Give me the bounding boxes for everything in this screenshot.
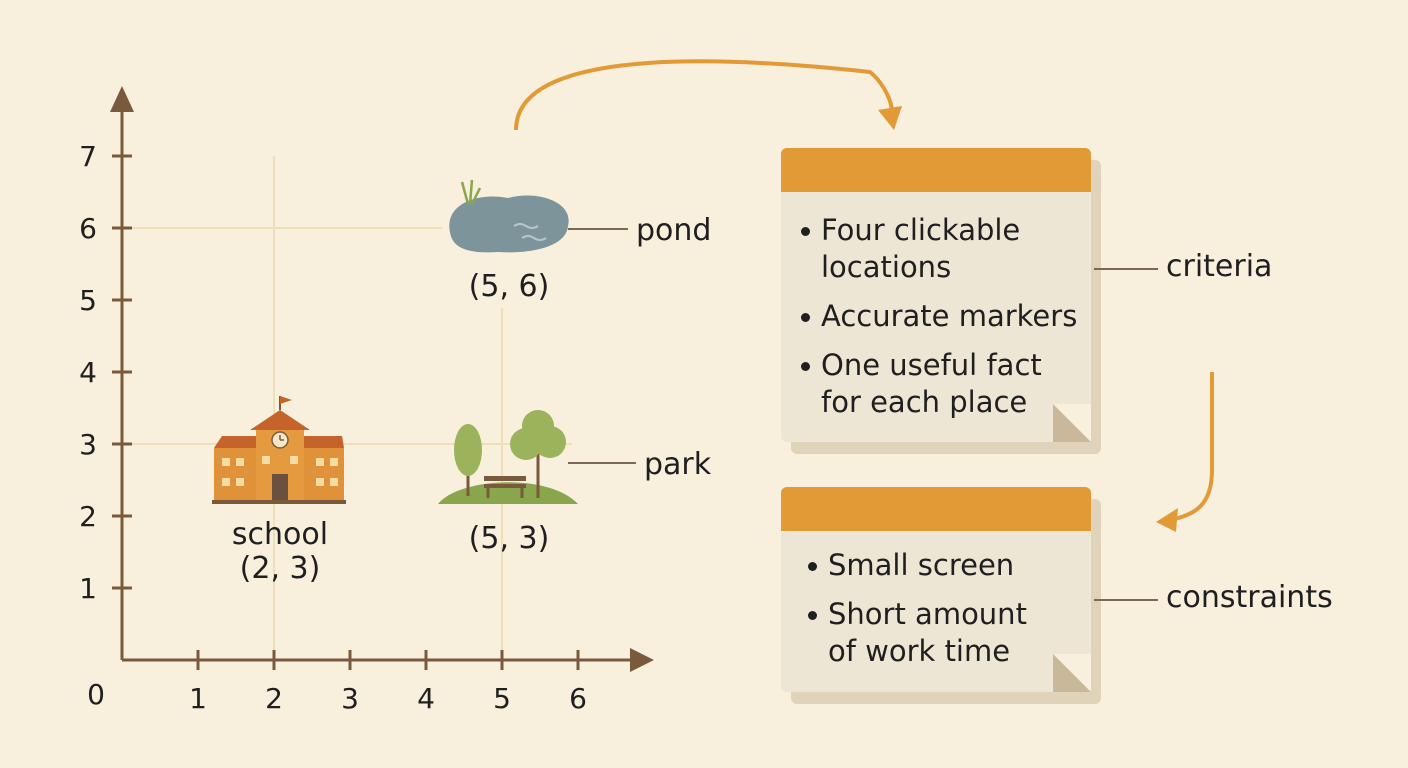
x-tick-label: 3 <box>341 682 359 715</box>
park-coords: (5, 3) <box>469 521 550 556</box>
park-label: park <box>644 447 712 482</box>
x-tick-label: 6 <box>569 682 587 715</box>
x-tick-label: 5 <box>493 682 511 715</box>
x-axis-arrowhead <box>630 648 654 672</box>
origin-label: 0 <box>87 678 105 711</box>
axis-ticks: 1 2 3 4 5 6 1 2 3 4 5 6 7 0 <box>79 140 587 715</box>
x-tick-label: 4 <box>417 682 435 715</box>
constraints-label: constraints <box>1166 580 1333 615</box>
criteria-card-curl <box>1053 404 1091 442</box>
criteria-item-text: locations <box>821 250 952 284</box>
school-coords: (2, 3) <box>240 551 321 586</box>
pond-coords: (5, 6) <box>469 269 550 304</box>
constraints-item-text: of work time <box>828 634 1011 668</box>
criteria-leader-line <box>1094 268 1158 270</box>
criteria-item-text: for each place <box>821 385 1028 419</box>
park-icon <box>438 410 578 504</box>
y-tick-label: 6 <box>79 212 97 245</box>
y-tick-label: 1 <box>79 572 97 605</box>
y-tick-label: 3 <box>79 428 97 461</box>
y-axis-arrowhead <box>110 86 134 112</box>
flow-arrow-down-head <box>1156 508 1178 532</box>
pond-label: pond <box>636 213 711 248</box>
x-tick-label: 1 <box>189 682 207 715</box>
constraints-item-text: Short amount <box>828 597 1027 631</box>
pond-icon <box>449 179 569 253</box>
axes <box>110 86 654 672</box>
flow-arrow-down <box>1169 372 1214 522</box>
y-tick-label: 5 <box>79 284 97 317</box>
flow-arrow-top-head <box>878 106 902 130</box>
school-label: school <box>232 517 328 552</box>
constraints-leader-line <box>1094 599 1158 601</box>
criteria-item-text: One useful fact <box>821 348 1042 382</box>
y-tick-label: 7 <box>79 140 97 173</box>
constraints-card-curl <box>1053 654 1091 692</box>
constraints-card-header <box>781 487 1091 531</box>
criteria-item: Accurate markers <box>781 298 1091 335</box>
x-tick-label: 2 <box>265 682 283 715</box>
school-icon <box>212 396 346 504</box>
y-tick-label: 2 <box>79 500 97 533</box>
constraints-item: Small screen <box>788 547 1091 584</box>
y-tick-label: 4 <box>79 356 97 389</box>
criteria-card-header <box>781 148 1091 192</box>
constraints-item-text: Small screen <box>828 548 1015 582</box>
flow-arrow-top <box>514 59 894 131</box>
criteria-item-text: Accurate markers <box>821 299 1078 333</box>
criteria-item-text: Four clickable <box>821 213 1021 247</box>
criteria-label: criteria <box>1166 249 1273 284</box>
